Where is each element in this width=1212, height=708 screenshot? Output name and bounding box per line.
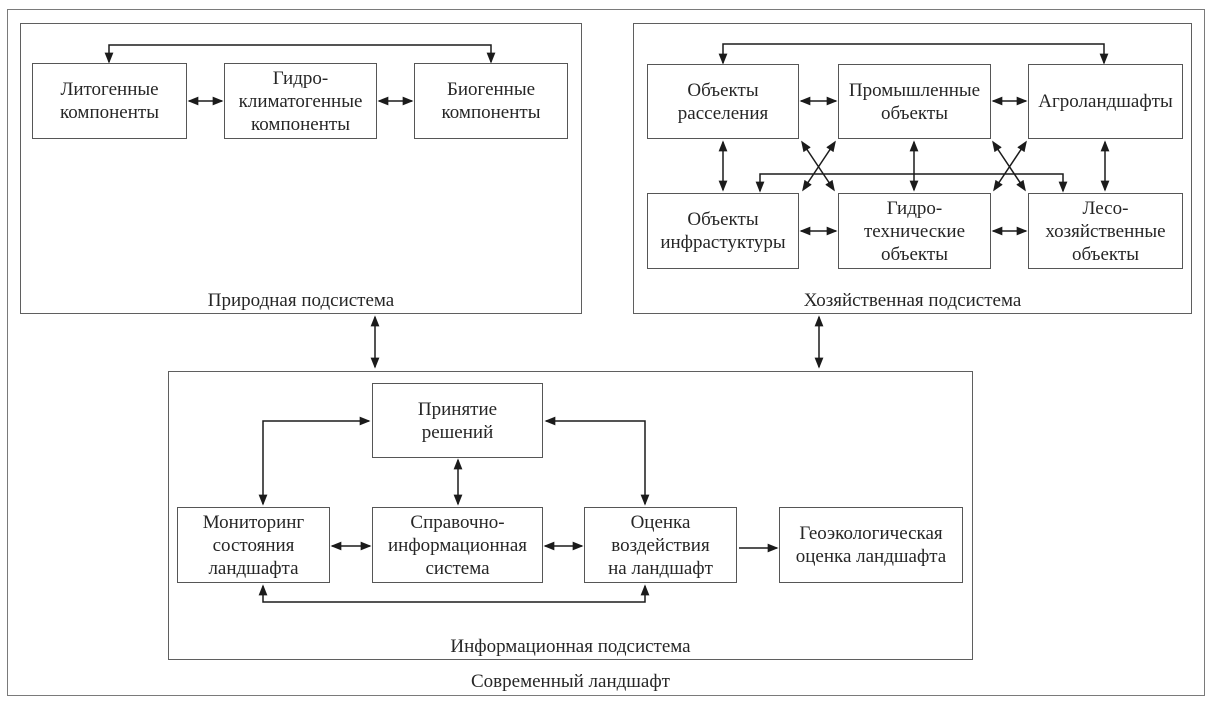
box-label: Биогенные компоненты — [441, 79, 541, 123]
box-lithogenic-components: Литогенные компоненты — [32, 63, 187, 139]
information-subsystem-title: Информационная подсистема — [450, 636, 691, 657]
box-hydroclimatogenic-components: Гидро- климатогенные компоненты — [224, 63, 377, 139]
modern-landscape-frame — [7, 9, 1205, 696]
natural-subsystem-frame — [20, 23, 582, 314]
box-biogenic-components: Биогенные компоненты — [414, 63, 568, 139]
box-label: Принятие решений — [417, 398, 498, 443]
box-label: Оценка воздействия на ландшафт — [608, 511, 713, 579]
box-impact-assessment: Оценка воздействия на ландшафт — [584, 507, 737, 583]
box-reference-information-system: Справочно- информационная система — [372, 507, 543, 583]
box-label: Гидро- технические объекты — [863, 197, 966, 265]
box-label: Промышленные объекты — [848, 79, 981, 124]
box-label: Агроландшафты — [1038, 91, 1173, 112]
information-subsystem-frame — [168, 371, 973, 660]
box-label: Справочно- информационная система — [387, 511, 528, 579]
economic-subsystem-frame — [633, 23, 1192, 314]
box-settlement-objects: Объекты расселения — [647, 64, 799, 139]
box-hydrotechnical-objects: Гидро- технические объекты — [838, 193, 991, 269]
box-landscape-monitoring: Мониторинг состояния ландшафта — [177, 507, 330, 583]
box-label: Геоэкологическая оценка ландшафта — [795, 523, 947, 567]
box-agrolandscapes: Агроландшафты — [1028, 64, 1183, 139]
box-infrastructure-objects: Объекты инфрастуктуры — [647, 193, 799, 269]
box-forestry-objects: Лесо- хозяйственные объекты — [1028, 193, 1183, 269]
economic-subsystem-title: Хозяйственная подсистема — [803, 290, 1022, 311]
box-geoecological-assessment: Геоэкологическая оценка ландшафта — [779, 507, 963, 583]
natural-subsystem-title: Природная подсистема — [207, 290, 395, 311]
box-decision-making: Принятие решений — [372, 383, 543, 458]
box-industrial-objects: Промышленные объекты — [838, 64, 991, 139]
box-label: Объекты инфрастуктуры — [660, 209, 786, 253]
box-label: Лесо- хозяйственные объекты — [1045, 197, 1166, 265]
box-label: Объекты расселения — [677, 79, 769, 124]
modern-landscape-label: Современный ландшафт — [471, 671, 670, 692]
box-label: Гидро- климатогенные компоненты — [238, 67, 363, 135]
box-label: Литогенные компоненты — [60, 79, 159, 123]
box-label: Мониторинг состояния ландшафта — [202, 511, 305, 579]
